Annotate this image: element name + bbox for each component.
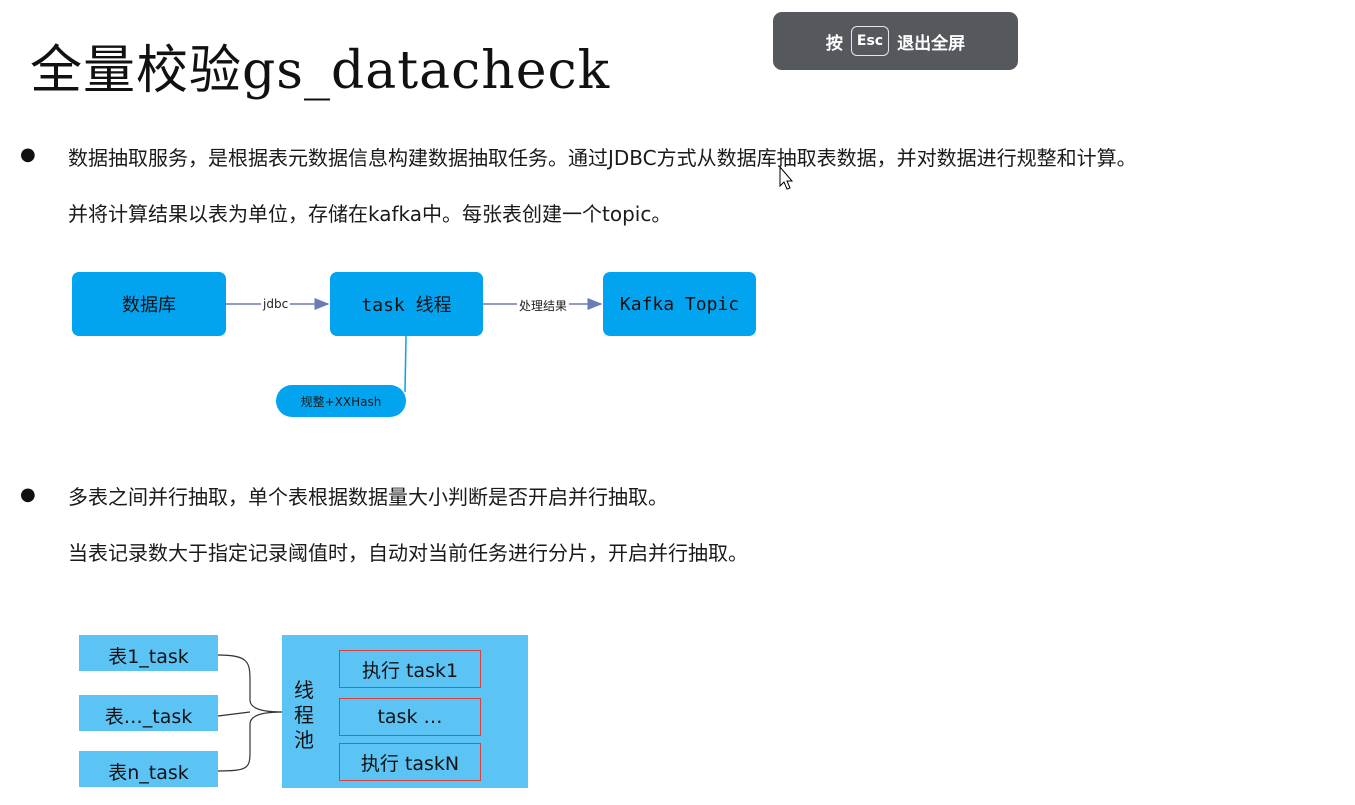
section2-line1: 多表之间并行抽取，单个表根据数据量大小判断是否开启并行抽取。 — [68, 485, 668, 509]
section1-line2: 并将计算结果以表为单位，存储在kafka中。每张表创建一个topic。 — [68, 202, 672, 226]
jdbc-arrow-label: jdbc — [261, 297, 291, 311]
bullet-icon: ● — [20, 484, 36, 505]
task-thread-box: task 线程 — [330, 272, 483, 336]
thread-pool-label: 线程池 — [294, 678, 314, 752]
database-box: 数据库 — [72, 272, 226, 336]
table-task-box: 表n_task — [79, 751, 218, 787]
thread-pool-box — [282, 635, 528, 788]
execute-task-box: 执行 taskN — [339, 743, 481, 781]
kafka-topic-box: Kafka Topic — [603, 272, 756, 336]
connector-task-to-pill — [404, 335, 407, 393]
execute-task-box: task … — [339, 698, 481, 736]
section1-line1: 数据抽取服务，是根据表元数据信息构建数据抽取任务。通过JDBC方式从数据库抽取表… — [68, 146, 1137, 170]
section2-line2: 当表记录数大于指定记录阈值时，自动对当前任务进行分片，开启并行抽取。 — [68, 541, 748, 565]
normalize-hash-pill: 规整+XXHash — [276, 385, 406, 417]
bullet-icon: ● — [20, 144, 36, 165]
page-title: 全量校验gs_datacheck — [30, 41, 611, 101]
table-task-box: 表1_task — [79, 635, 218, 671]
toast-action-label: 退出全屏 — [897, 33, 966, 54]
execute-task-box: 执行 task1 — [339, 650, 481, 688]
table-task-box: 表…_task — [79, 695, 218, 731]
esc-key-icon: Esc — [850, 26, 890, 56]
result-arrow-label: 处理结果 — [517, 297, 570, 314]
toast-press-label: 按 — [825, 33, 843, 54]
exit-fullscreen-toast[interactable]: 按 Esc 退出全屏 — [773, 12, 1018, 70]
brace-tasks-to-pool — [217, 654, 283, 772]
